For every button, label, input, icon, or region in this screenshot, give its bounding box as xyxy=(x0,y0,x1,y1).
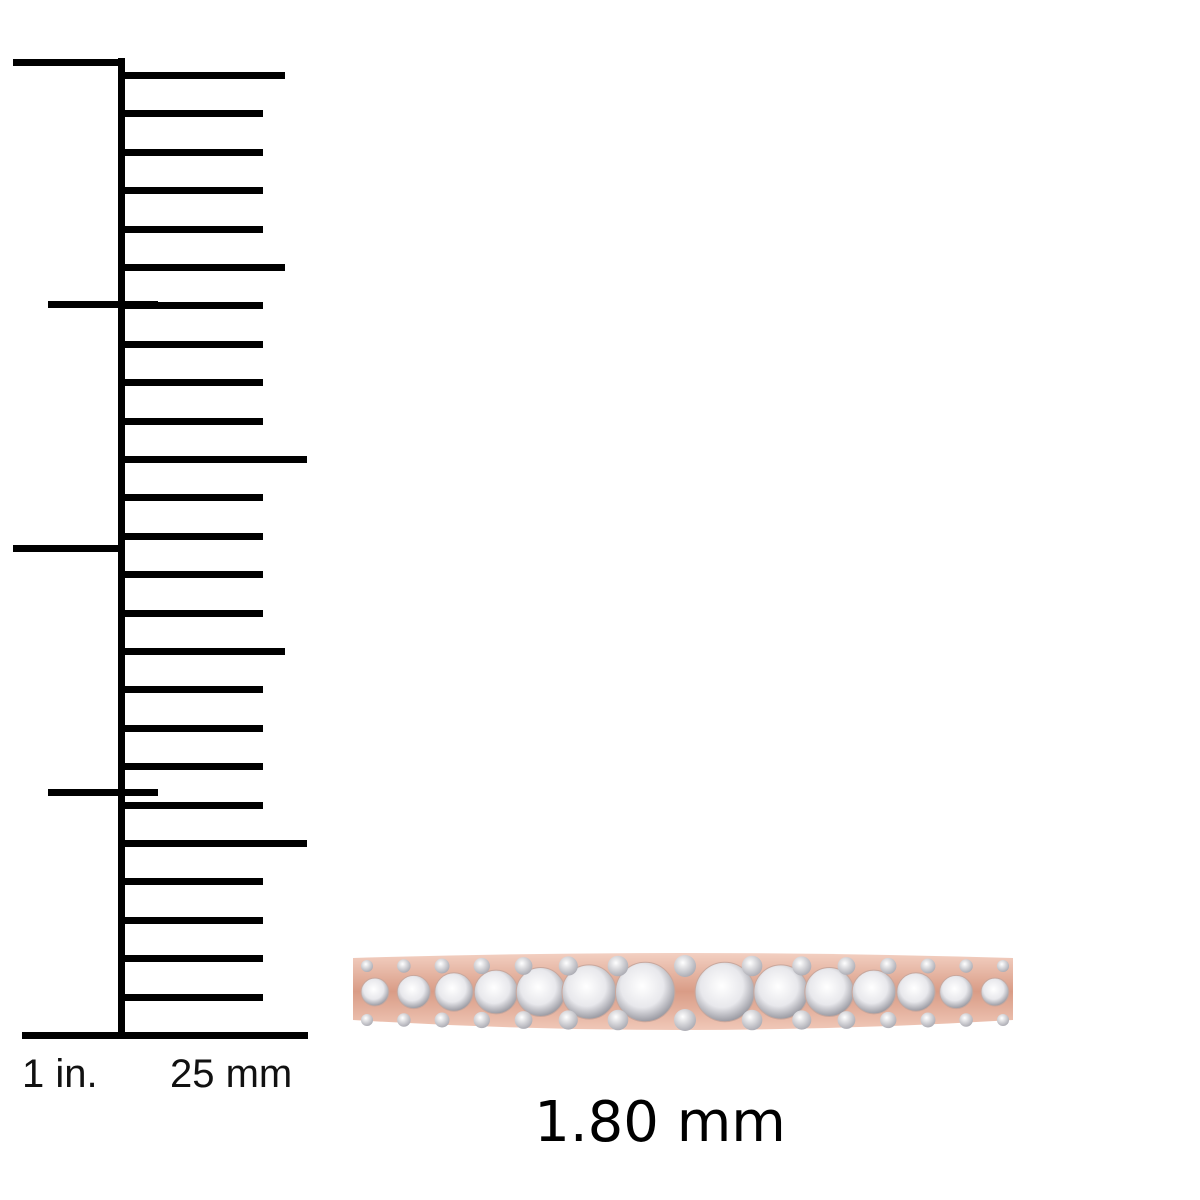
mm-tick xyxy=(121,72,285,79)
prong xyxy=(514,957,533,975)
prong xyxy=(473,1011,490,1029)
mm-tick xyxy=(121,456,307,463)
prong xyxy=(996,1013,1010,1027)
diamond xyxy=(939,974,974,1010)
prong xyxy=(920,958,936,974)
prong xyxy=(397,959,411,973)
diamond xyxy=(473,969,519,1015)
prong xyxy=(837,1011,856,1029)
mm-label: 25 mm xyxy=(170,1052,293,1096)
inch-tick xyxy=(13,59,123,66)
mm-tick xyxy=(121,226,263,233)
prong xyxy=(996,959,1010,973)
prong xyxy=(792,956,812,976)
diamond xyxy=(804,967,855,1017)
inch-label: 1 in. xyxy=(22,1052,98,1096)
prong xyxy=(792,1010,812,1030)
prong xyxy=(837,957,856,975)
prong xyxy=(397,1013,411,1027)
ring-image xyxy=(353,953,1013,1031)
mm-tick xyxy=(121,686,263,693)
diamond xyxy=(515,967,566,1017)
mm-tick xyxy=(121,264,285,271)
prong xyxy=(434,958,450,974)
prong xyxy=(434,1012,450,1028)
prong xyxy=(607,955,629,977)
prong xyxy=(674,955,696,977)
mm-tick xyxy=(121,802,263,809)
mm-tick xyxy=(121,878,263,885)
prong xyxy=(558,956,578,976)
prong xyxy=(741,1009,763,1031)
prong xyxy=(514,1011,533,1029)
mm-tick xyxy=(121,917,263,924)
prong xyxy=(360,959,374,973)
mm-tick xyxy=(121,494,263,501)
prong xyxy=(558,1010,578,1030)
ruler-base xyxy=(22,1032,308,1039)
diamond xyxy=(851,969,897,1015)
mm-tick xyxy=(121,418,263,425)
mm-tick xyxy=(121,763,263,770)
inch-tick xyxy=(13,545,123,552)
prong xyxy=(959,959,973,973)
mm-tick xyxy=(121,955,263,962)
inch-tick xyxy=(48,301,158,308)
prong xyxy=(920,1012,936,1028)
inch-tick xyxy=(48,789,158,796)
mm-tick xyxy=(121,341,263,348)
diamond xyxy=(614,961,676,1023)
mm-tick xyxy=(121,840,307,847)
mm-tick xyxy=(121,187,263,194)
prong xyxy=(607,1009,629,1031)
prong xyxy=(674,1009,696,1031)
prong xyxy=(880,1011,897,1029)
mm-tick xyxy=(121,648,285,655)
mm-tick xyxy=(121,533,263,540)
diamond xyxy=(360,977,390,1007)
diamond xyxy=(434,972,474,1012)
mm-tick xyxy=(121,610,263,617)
prong xyxy=(741,955,763,977)
prong xyxy=(880,957,897,975)
mm-tick xyxy=(121,379,263,386)
mm-tick xyxy=(121,110,263,117)
diamond xyxy=(980,977,1010,1007)
band-width-label: 1.80 mm xyxy=(534,1090,786,1155)
diamond xyxy=(396,974,431,1010)
prong xyxy=(360,1013,374,1027)
mm-tick xyxy=(121,994,263,1001)
mm-tick xyxy=(121,571,263,578)
mm-tick xyxy=(121,725,263,732)
prong xyxy=(473,957,490,975)
mm-tick xyxy=(121,302,263,309)
diamond xyxy=(896,972,936,1012)
mm-tick xyxy=(121,149,263,156)
prong xyxy=(959,1013,973,1027)
